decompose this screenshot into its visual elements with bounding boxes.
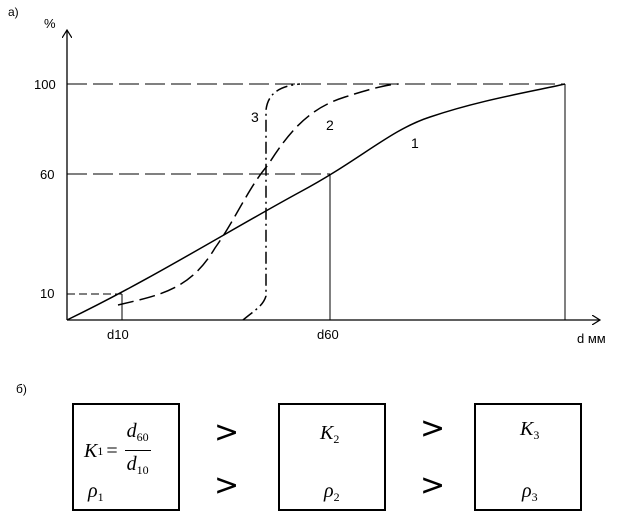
- gt-symbol-1: >: [214, 415, 240, 450]
- gt-symbol-4: >: [420, 468, 446, 503]
- series-1-label: 1: [411, 135, 419, 151]
- y-tick-label-10: 10: [40, 286, 54, 301]
- series-1-curve: [66, 83, 566, 321]
- y-tick-label-100: 100: [34, 77, 56, 92]
- series-2-label: 2: [326, 117, 334, 133]
- k1-numerator: d60: [124, 419, 151, 452]
- series-3-curve: [242, 83, 301, 321]
- x-mark-d60: d60: [317, 327, 339, 342]
- series-3-label: 3: [251, 109, 259, 125]
- k3-formula: K3: [520, 418, 540, 443]
- y-tick-label-60: 60: [40, 167, 54, 182]
- x-axis-label: d мм: [577, 331, 606, 346]
- rho3: ρ3: [522, 480, 538, 505]
- rho1: ρ1: [88, 480, 104, 505]
- k1-sub: 1: [97, 443, 104, 458]
- gt-symbol-3: >: [420, 411, 446, 446]
- gt-symbol-2: >: [214, 468, 240, 503]
- panel-b-label: б): [16, 382, 27, 396]
- k1-denominator: d10: [126, 453, 149, 478]
- k1-letter: K: [84, 439, 98, 462]
- k1-fraction: d60 d10: [124, 419, 151, 482]
- panel-a-label: а): [8, 5, 19, 19]
- box-k2: K2 ρ2: [278, 403, 386, 511]
- y-axis-label: %: [44, 16, 56, 31]
- k2-formula: K2: [320, 422, 340, 447]
- k1-equals: =: [106, 439, 118, 462]
- x-mark-d10: d10: [107, 327, 129, 342]
- rho2: ρ2: [324, 480, 340, 505]
- box-k3: K3 ρ3: [474, 403, 582, 511]
